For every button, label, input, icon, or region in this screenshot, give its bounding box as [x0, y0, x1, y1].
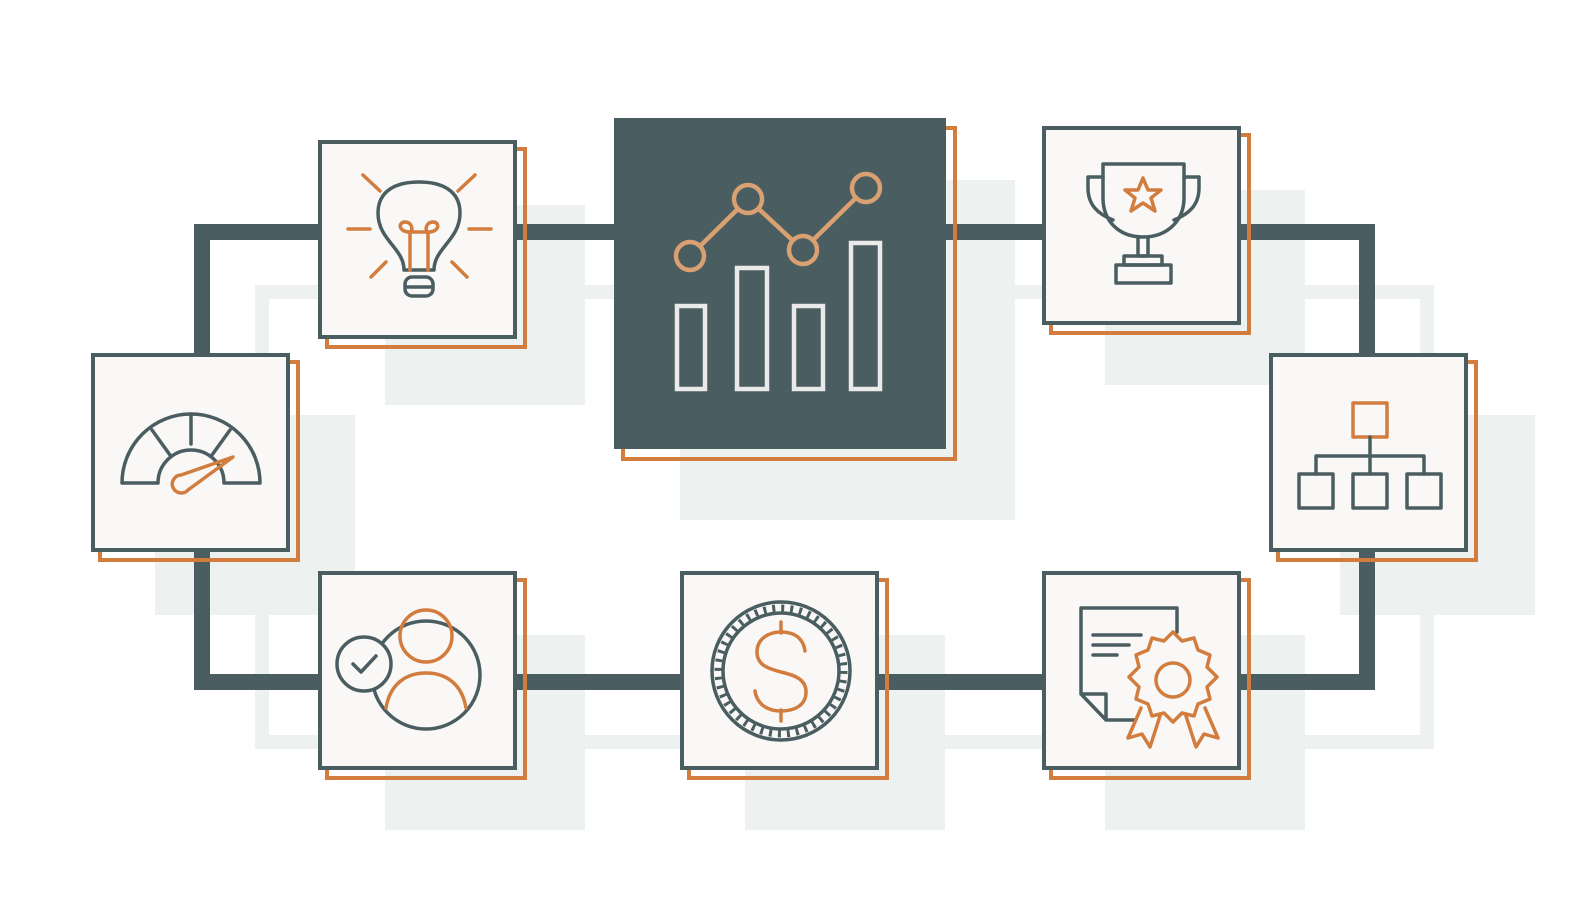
node-verified-user[interactable]: [318, 571, 527, 780]
certificate-badge-icon: [1079, 606, 1220, 749]
line-bar-chart-icon: [673, 171, 883, 392]
node-idea[interactable]: [318, 140, 527, 349]
dollar-coin-icon: [710, 600, 852, 742]
node-achievement[interactable]: [1042, 126, 1251, 335]
node-growth-chart[interactable]: [614, 118, 957, 461]
lightbulb-icon: [346, 173, 493, 298]
speedometer-icon: [120, 412, 262, 495]
trophy-star-icon: [1086, 162, 1201, 285]
node-organization[interactable]: [1269, 353, 1478, 562]
node-certification[interactable]: [1042, 571, 1251, 780]
user-check-icon: [335, 608, 482, 731]
org-chart-icon: [1297, 401, 1443, 510]
node-performance[interactable]: [91, 353, 300, 562]
node-finance[interactable]: [680, 571, 889, 780]
